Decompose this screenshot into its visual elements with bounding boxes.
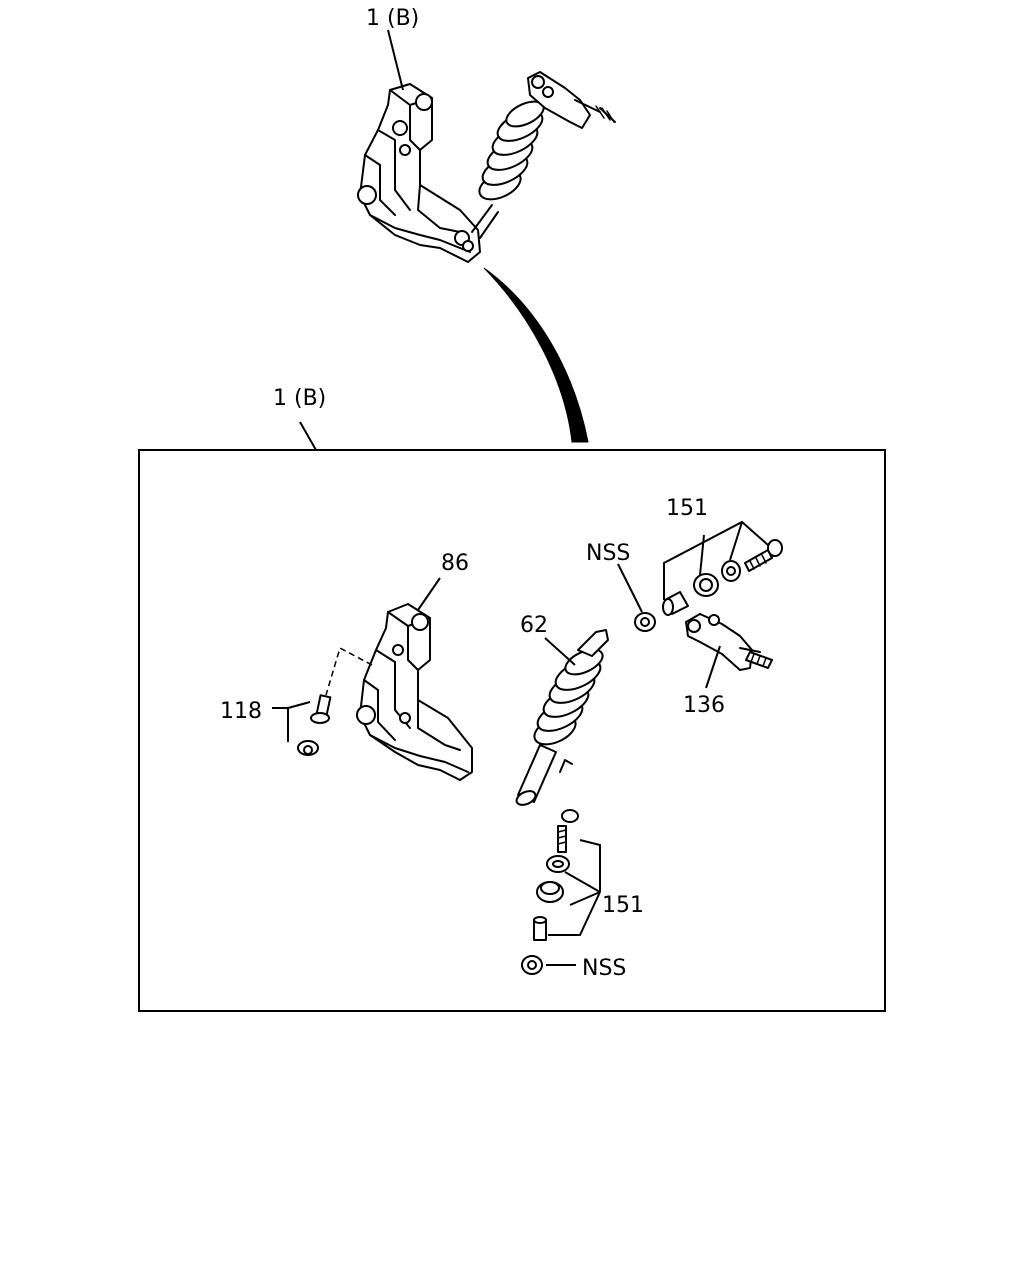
leader-clevis: [705, 645, 721, 689]
clevis-illustration: [685, 613, 773, 671]
leader-assembly-top: [387, 29, 404, 91]
label-bracket: 86: [441, 551, 469, 576]
leader-bolt-kit-lower: [548, 839, 601, 936]
leader-pin-set: [272, 701, 311, 742]
leader-spring: [544, 637, 576, 666]
label-assembly-top: 1 (B): [366, 6, 419, 31]
lower-hardware-illustration: [521, 809, 579, 975]
detail-frame: [138, 449, 886, 1012]
label-bolt-kit-upper: 151: [666, 496, 708, 521]
upper-hardware-illustration: [634, 539, 783, 632]
pin-illustration: [297, 694, 332, 756]
label-nut-lower: NSS: [582, 956, 626, 981]
leader-bolt-kit-upper: [663, 520, 769, 600]
bracket-illustration: [356, 603, 473, 781]
guide-line: [325, 646, 373, 696]
leader-assembly-frame: [299, 421, 317, 451]
spring-illustration: [515, 629, 609, 806]
leader-nut-upper: [617, 563, 643, 613]
label-spring: 62: [520, 613, 548, 638]
label-clevis: 136: [683, 693, 725, 718]
label-nut-upper: NSS: [586, 541, 630, 566]
label-pin-set: 118: [220, 699, 262, 724]
pointer-arrow: [483, 267, 589, 443]
leader-bracket: [417, 577, 441, 611]
label-assembly-frame: 1 (B): [273, 386, 326, 411]
label-bolt-kit-lower: 151: [602, 893, 644, 918]
top-assembly-illustration: [357, 71, 616, 263]
